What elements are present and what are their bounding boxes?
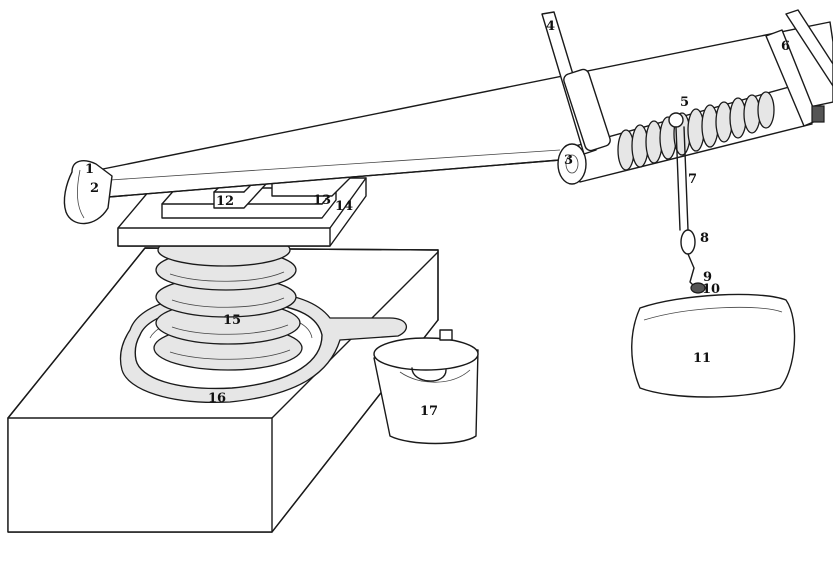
label-12: 12 — [216, 194, 235, 209]
hanging-rope — [668, 112, 706, 294]
label-15: 15 — [223, 313, 242, 328]
label-11: 11 — [693, 351, 712, 366]
label-17: 17 — [420, 404, 439, 419]
label-6: 6 — [781, 39, 791, 54]
upright-post — [541, 11, 611, 155]
label-14: 14 — [335, 199, 354, 214]
label-7: 7 — [688, 172, 698, 187]
beam-pivot — [63, 160, 113, 225]
label-10: 10 — [702, 282, 721, 297]
windlass-drum — [557, 83, 813, 185]
label-16: 16 — [208, 391, 227, 406]
label-1: 1 — [85, 162, 95, 177]
frame-bracket — [765, 9, 833, 127]
bucket — [373, 329, 479, 445]
label-4: 4 — [546, 19, 556, 34]
label-2: 2 — [90, 181, 100, 196]
label-5: 5 — [680, 95, 690, 110]
label-3: 3 — [564, 153, 574, 168]
label-8: 8 — [700, 231, 710, 246]
counterweight-stone — [631, 293, 796, 398]
label-9: 9 — [703, 270, 713, 285]
label-13: 13 — [313, 193, 332, 208]
olive-mat-stack — [153, 233, 303, 371]
